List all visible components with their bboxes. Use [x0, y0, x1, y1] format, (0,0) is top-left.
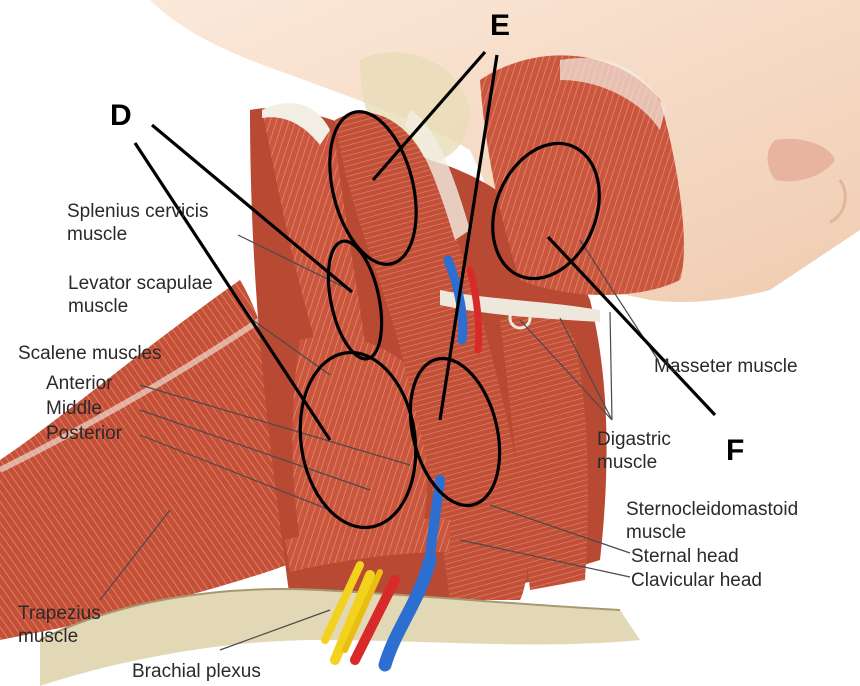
label-scalene: Scalene muscles — [18, 342, 162, 365]
marker-d: D — [110, 100, 132, 132]
label-posterior: Posterior — [46, 422, 122, 445]
marker-e: E — [490, 10, 510, 42]
marker-f: F — [726, 435, 744, 467]
label-sternal: Sternal head — [631, 545, 739, 568]
trapezius-shape — [0, 280, 300, 640]
label-anterior: Anterior — [46, 372, 113, 395]
label-middle: Middle — [46, 397, 102, 420]
label-masseter: Masseter muscle — [654, 355, 798, 378]
label-brachial: Brachial plexus — [132, 660, 261, 683]
label-clavicular: Clavicular head — [631, 569, 762, 592]
